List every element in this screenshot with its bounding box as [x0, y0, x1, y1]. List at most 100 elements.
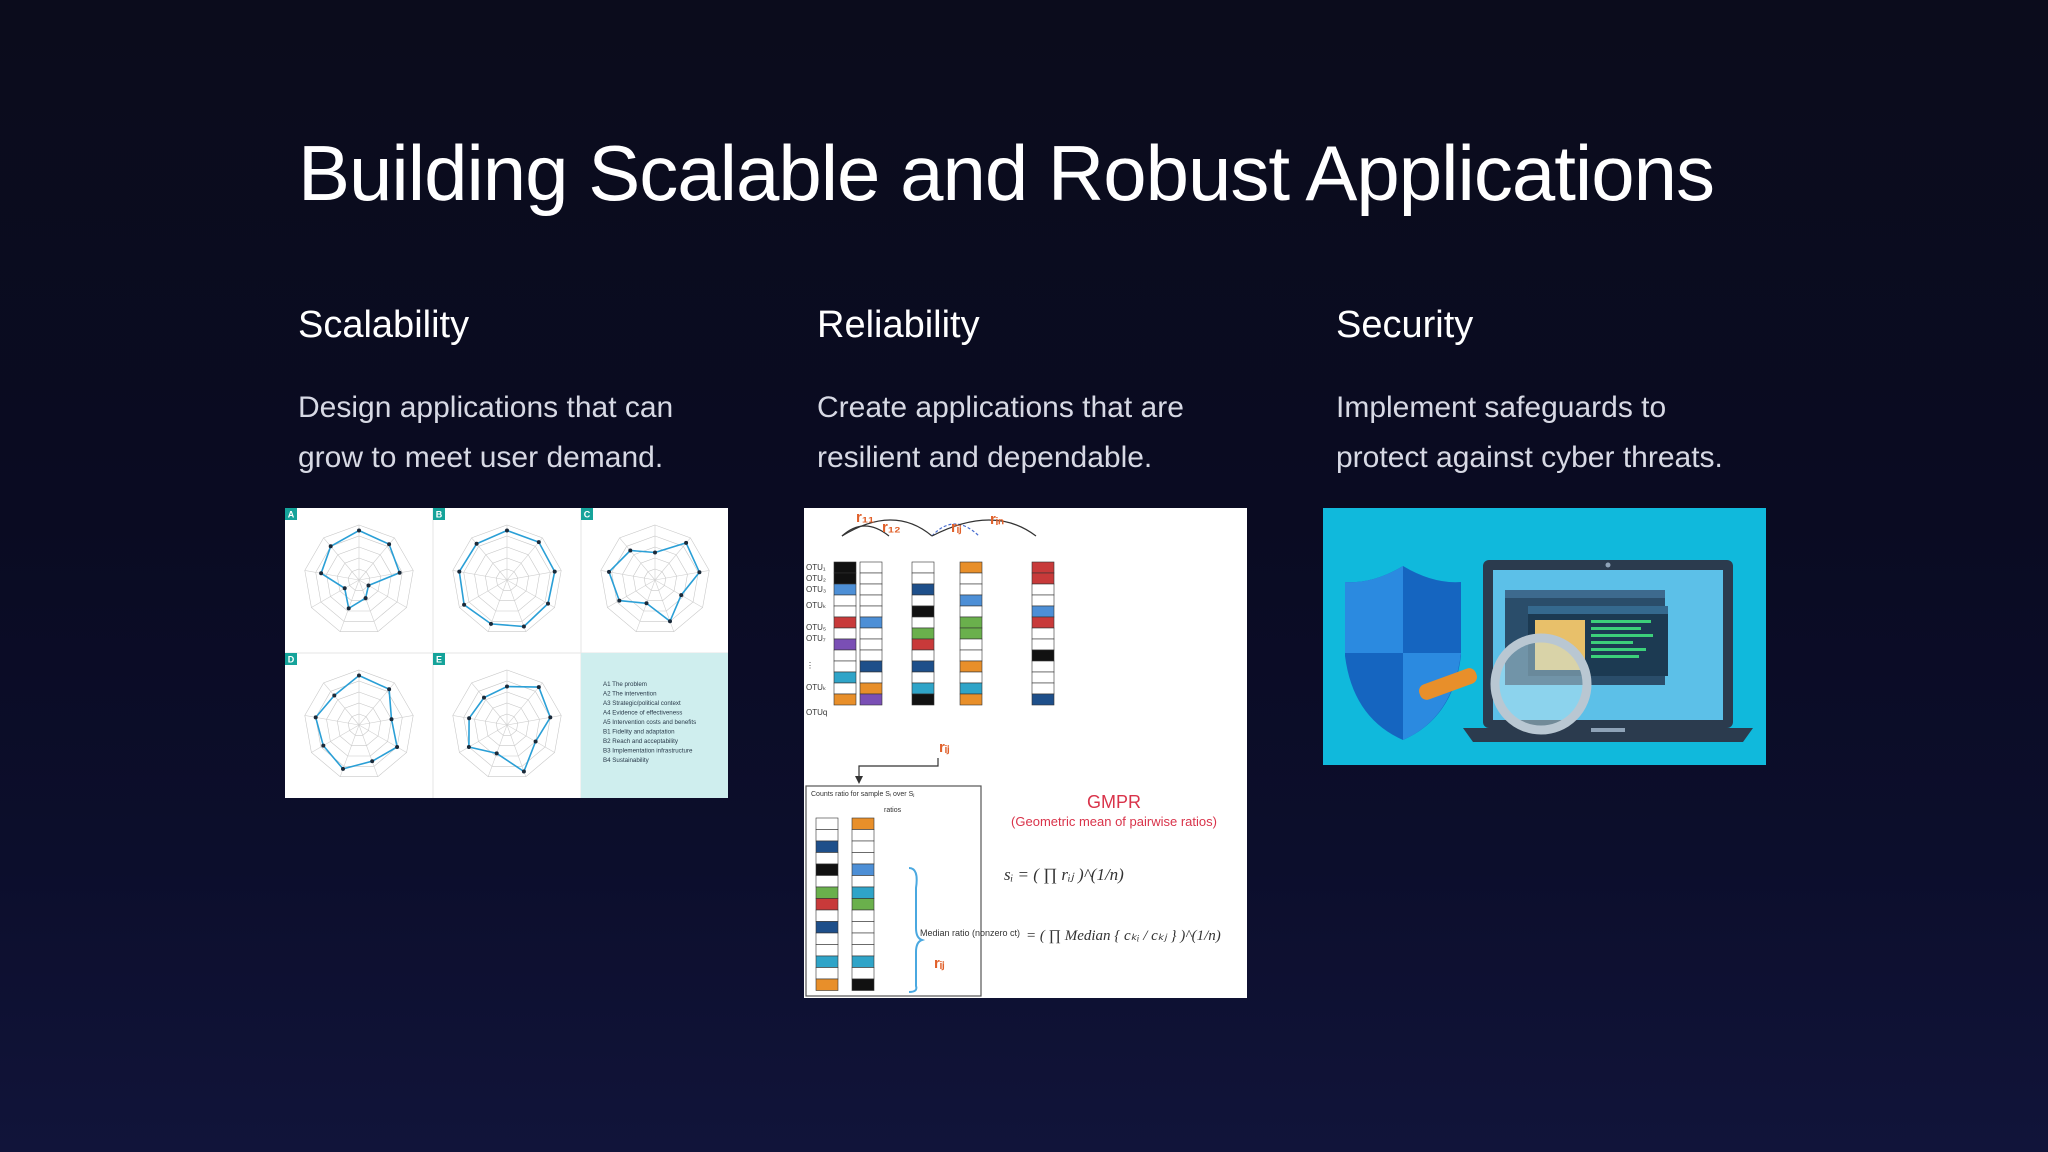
radar-point	[357, 528, 361, 533]
radar-point	[332, 693, 337, 698]
otu-label: OTU₅	[806, 623, 826, 632]
radar-point	[546, 601, 550, 606]
radar-point	[397, 570, 402, 575]
radar-point	[489, 621, 493, 626]
column-text: Implement safeguards to protect against …	[1336, 391, 1723, 474]
otu-label: ⋮	[806, 661, 814, 670]
radar-chart: C	[581, 508, 710, 632]
radar-point	[505, 684, 509, 689]
rij-label: rᵢⱼ	[934, 955, 945, 972]
radar-point	[536, 685, 541, 690]
radar-point	[653, 550, 657, 555]
panel-label: C	[584, 510, 591, 520]
radar-point	[342, 586, 347, 591]
legend-panel	[581, 653, 728, 798]
sample-column	[911, 561, 935, 706]
radar-chart: D	[285, 653, 414, 778]
radar-point	[482, 695, 486, 700]
median-label: Median ratio (nonzero ct)	[920, 928, 1020, 938]
column-text: Create applications that are resilient a…	[817, 391, 1184, 474]
radar-point	[533, 739, 538, 744]
otu-label: OTUₖ	[806, 683, 826, 692]
legend-item: B3 Implementation infrastructure	[603, 748, 693, 755]
radar-point	[548, 715, 553, 720]
otu-label: OTU₃	[806, 585, 826, 594]
panel-label-badge	[285, 508, 297, 520]
legend-item: A1 The problem	[603, 681, 647, 688]
radar-series	[458, 529, 556, 628]
panel-label-badge	[433, 653, 445, 665]
column-heading: Scalability	[298, 304, 470, 346]
radar-point	[668, 619, 672, 624]
radar-point	[387, 542, 392, 547]
otu-label: OTUq	[806, 708, 827, 717]
radar-point	[363, 596, 368, 601]
sample-column	[833, 561, 857, 706]
r-label: rᵢₙ	[990, 511, 1004, 528]
r-label: rᵢⱼ	[951, 519, 962, 536]
radar-point	[467, 716, 472, 721]
security-illustration-image	[1323, 508, 1766, 765]
panel-label-badge	[433, 508, 445, 520]
counts-box	[805, 785, 982, 997]
radar-point	[341, 766, 345, 771]
arc-arrow	[841, 519, 933, 537]
radar-point	[462, 602, 467, 607]
radar-point	[328, 544, 333, 549]
magnifier-icon	[1419, 633, 1592, 735]
radar-point	[387, 687, 392, 692]
radar-point	[697, 570, 702, 575]
radar-series	[468, 685, 552, 773]
radar-point	[644, 601, 649, 606]
arc-arrow	[931, 523, 980, 537]
arc-arrow	[931, 519, 1037, 537]
brace	[908, 867, 926, 993]
gmpr-title: GMPR	[1087, 792, 1141, 812]
panel-label: B	[436, 510, 443, 520]
legend-item: B4 Sustainability	[603, 757, 650, 764]
radar-point	[395, 745, 400, 749]
radar-point	[313, 715, 318, 720]
rij-label: rᵢⱼ	[939, 739, 950, 756]
radar-point	[679, 593, 684, 598]
panel-label-badge	[581, 508, 593, 520]
legend-item: A4 Evidence of effectiveness	[603, 710, 682, 717]
panel-label-badge	[285, 653, 297, 665]
arc-arrow	[841, 525, 890, 537]
column-reliability: Reliability Create applications that are…	[817, 300, 1277, 483]
radar-point	[617, 598, 622, 603]
legend-item: A5 Intervention costs and benefits	[603, 719, 696, 726]
sample-column	[1031, 561, 1055, 706]
ratio-column	[851, 817, 875, 991]
radar-point	[521, 624, 526, 629]
column-heading: Reliability	[817, 304, 980, 346]
otu-label: OTU₇	[806, 634, 826, 643]
formula-2: = ( ∏ Median { cₖᵢ / cₖⱼ } )^(1/n)	[1026, 928, 1221, 944]
ratio-column	[815, 817, 839, 991]
r-label: r₁₁	[856, 509, 874, 526]
radar-chart: A	[285, 508, 414, 632]
radar-series	[608, 541, 701, 623]
radar-series	[320, 529, 401, 610]
radar-point	[457, 569, 462, 574]
radar-chart: E	[433, 653, 562, 778]
legend-item: B2 Reach and acceptability	[603, 738, 679, 745]
radar-point	[505, 528, 509, 533]
flow-arrow	[858, 758, 939, 778]
legend-item: B1 Fidelity and adaptation	[603, 729, 675, 736]
radar-point	[552, 569, 557, 574]
radar-point	[370, 759, 375, 764]
ratios-label: ratios	[884, 807, 902, 814]
column-heading: Security	[1336, 304, 1474, 346]
radar-point	[474, 541, 479, 546]
column-security: Security Implement safeguards to protect…	[1336, 300, 1796, 483]
otu-label: OTU₂	[806, 574, 826, 583]
formula-1: sᵢ = ( ∏ rᵢⱼ )^(1/n)	[1004, 865, 1124, 884]
radar-point	[319, 571, 324, 576]
slide-title: Building Scalable and Robust Application…	[298, 129, 1715, 217]
radar-chart: B	[433, 508, 562, 632]
radar-point	[521, 769, 526, 774]
radar-series	[314, 674, 398, 770]
